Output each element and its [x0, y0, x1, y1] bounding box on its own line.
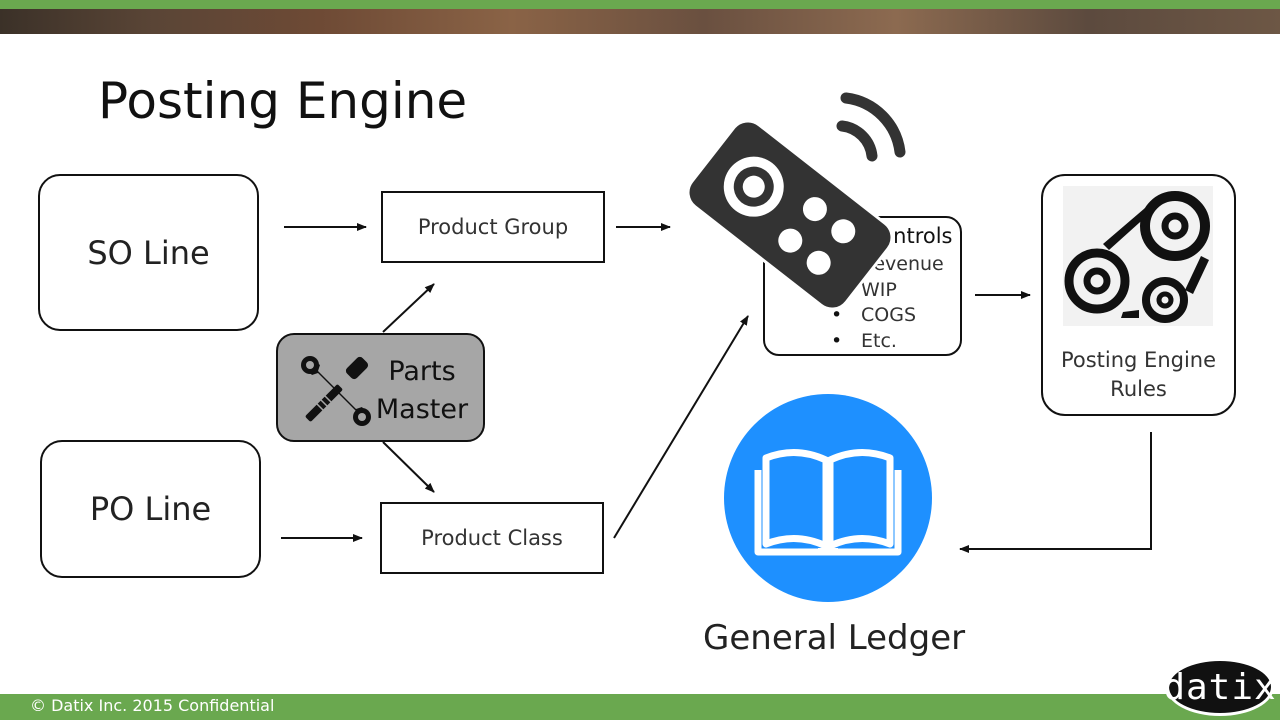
posting-engine-rules-box: Posting Engine Rules [1041, 174, 1236, 416]
parts-master-label-line2: Master [375, 394, 469, 425]
po-line-box: PO Line [40, 440, 261, 578]
product-group-box: Product Group [381, 191, 605, 263]
gl-controls-list: Revenue WIP COGS Etc. [831, 252, 944, 354]
po-line-label: PO Line [89, 490, 212, 528]
arrow-class-to-controls [613, 315, 749, 539]
header-accent-stripe [0, 0, 1280, 9]
arrow-rules-to-ledger [959, 432, 1152, 553]
gl-controls-item: WIP [831, 278, 944, 304]
arrow-parts-to-group [382, 283, 435, 333]
parts-master-label-line1: Parts [388, 356, 456, 387]
footer-bar: © Datix Inc. 2015 Confidential [0, 694, 1280, 720]
wrench-screwdriver-icon [301, 356, 371, 426]
so-line-label: SO Line [87, 233, 210, 272]
product-group-label: Product Group [417, 215, 569, 239]
gears-icon [1063, 186, 1213, 326]
posting-engine-rules-line1: Posting Engine [1060, 348, 1217, 372]
general-ledger-label: General Ledger [703, 618, 966, 658]
product-class-box: Product Class [380, 502, 604, 574]
gl-controls-item: Etc. [831, 329, 944, 355]
gl-controls-item: COGS [831, 303, 944, 329]
gl-controls-box: GL Controls Revenue WIP COGS Etc. [763, 216, 962, 356]
gl-controls-title: GL Controls [831, 224, 953, 248]
product-class-label: Product Class [421, 526, 563, 550]
so-line-box: SO Line [38, 174, 259, 331]
slide-title: Posting Engine [98, 72, 468, 130]
datix-logo-text: datix [1163, 666, 1277, 708]
parts-master-box: Parts Master [276, 333, 485, 442]
footer-copyright: © Datix Inc. 2015 Confidential [30, 696, 275, 715]
arrow-parts-to-class [382, 441, 435, 493]
gl-controls-item: Revenue [831, 252, 944, 278]
posting-engine-rules-line2: Rules [1110, 377, 1167, 401]
datix-logo: datix [1163, 658, 1277, 716]
